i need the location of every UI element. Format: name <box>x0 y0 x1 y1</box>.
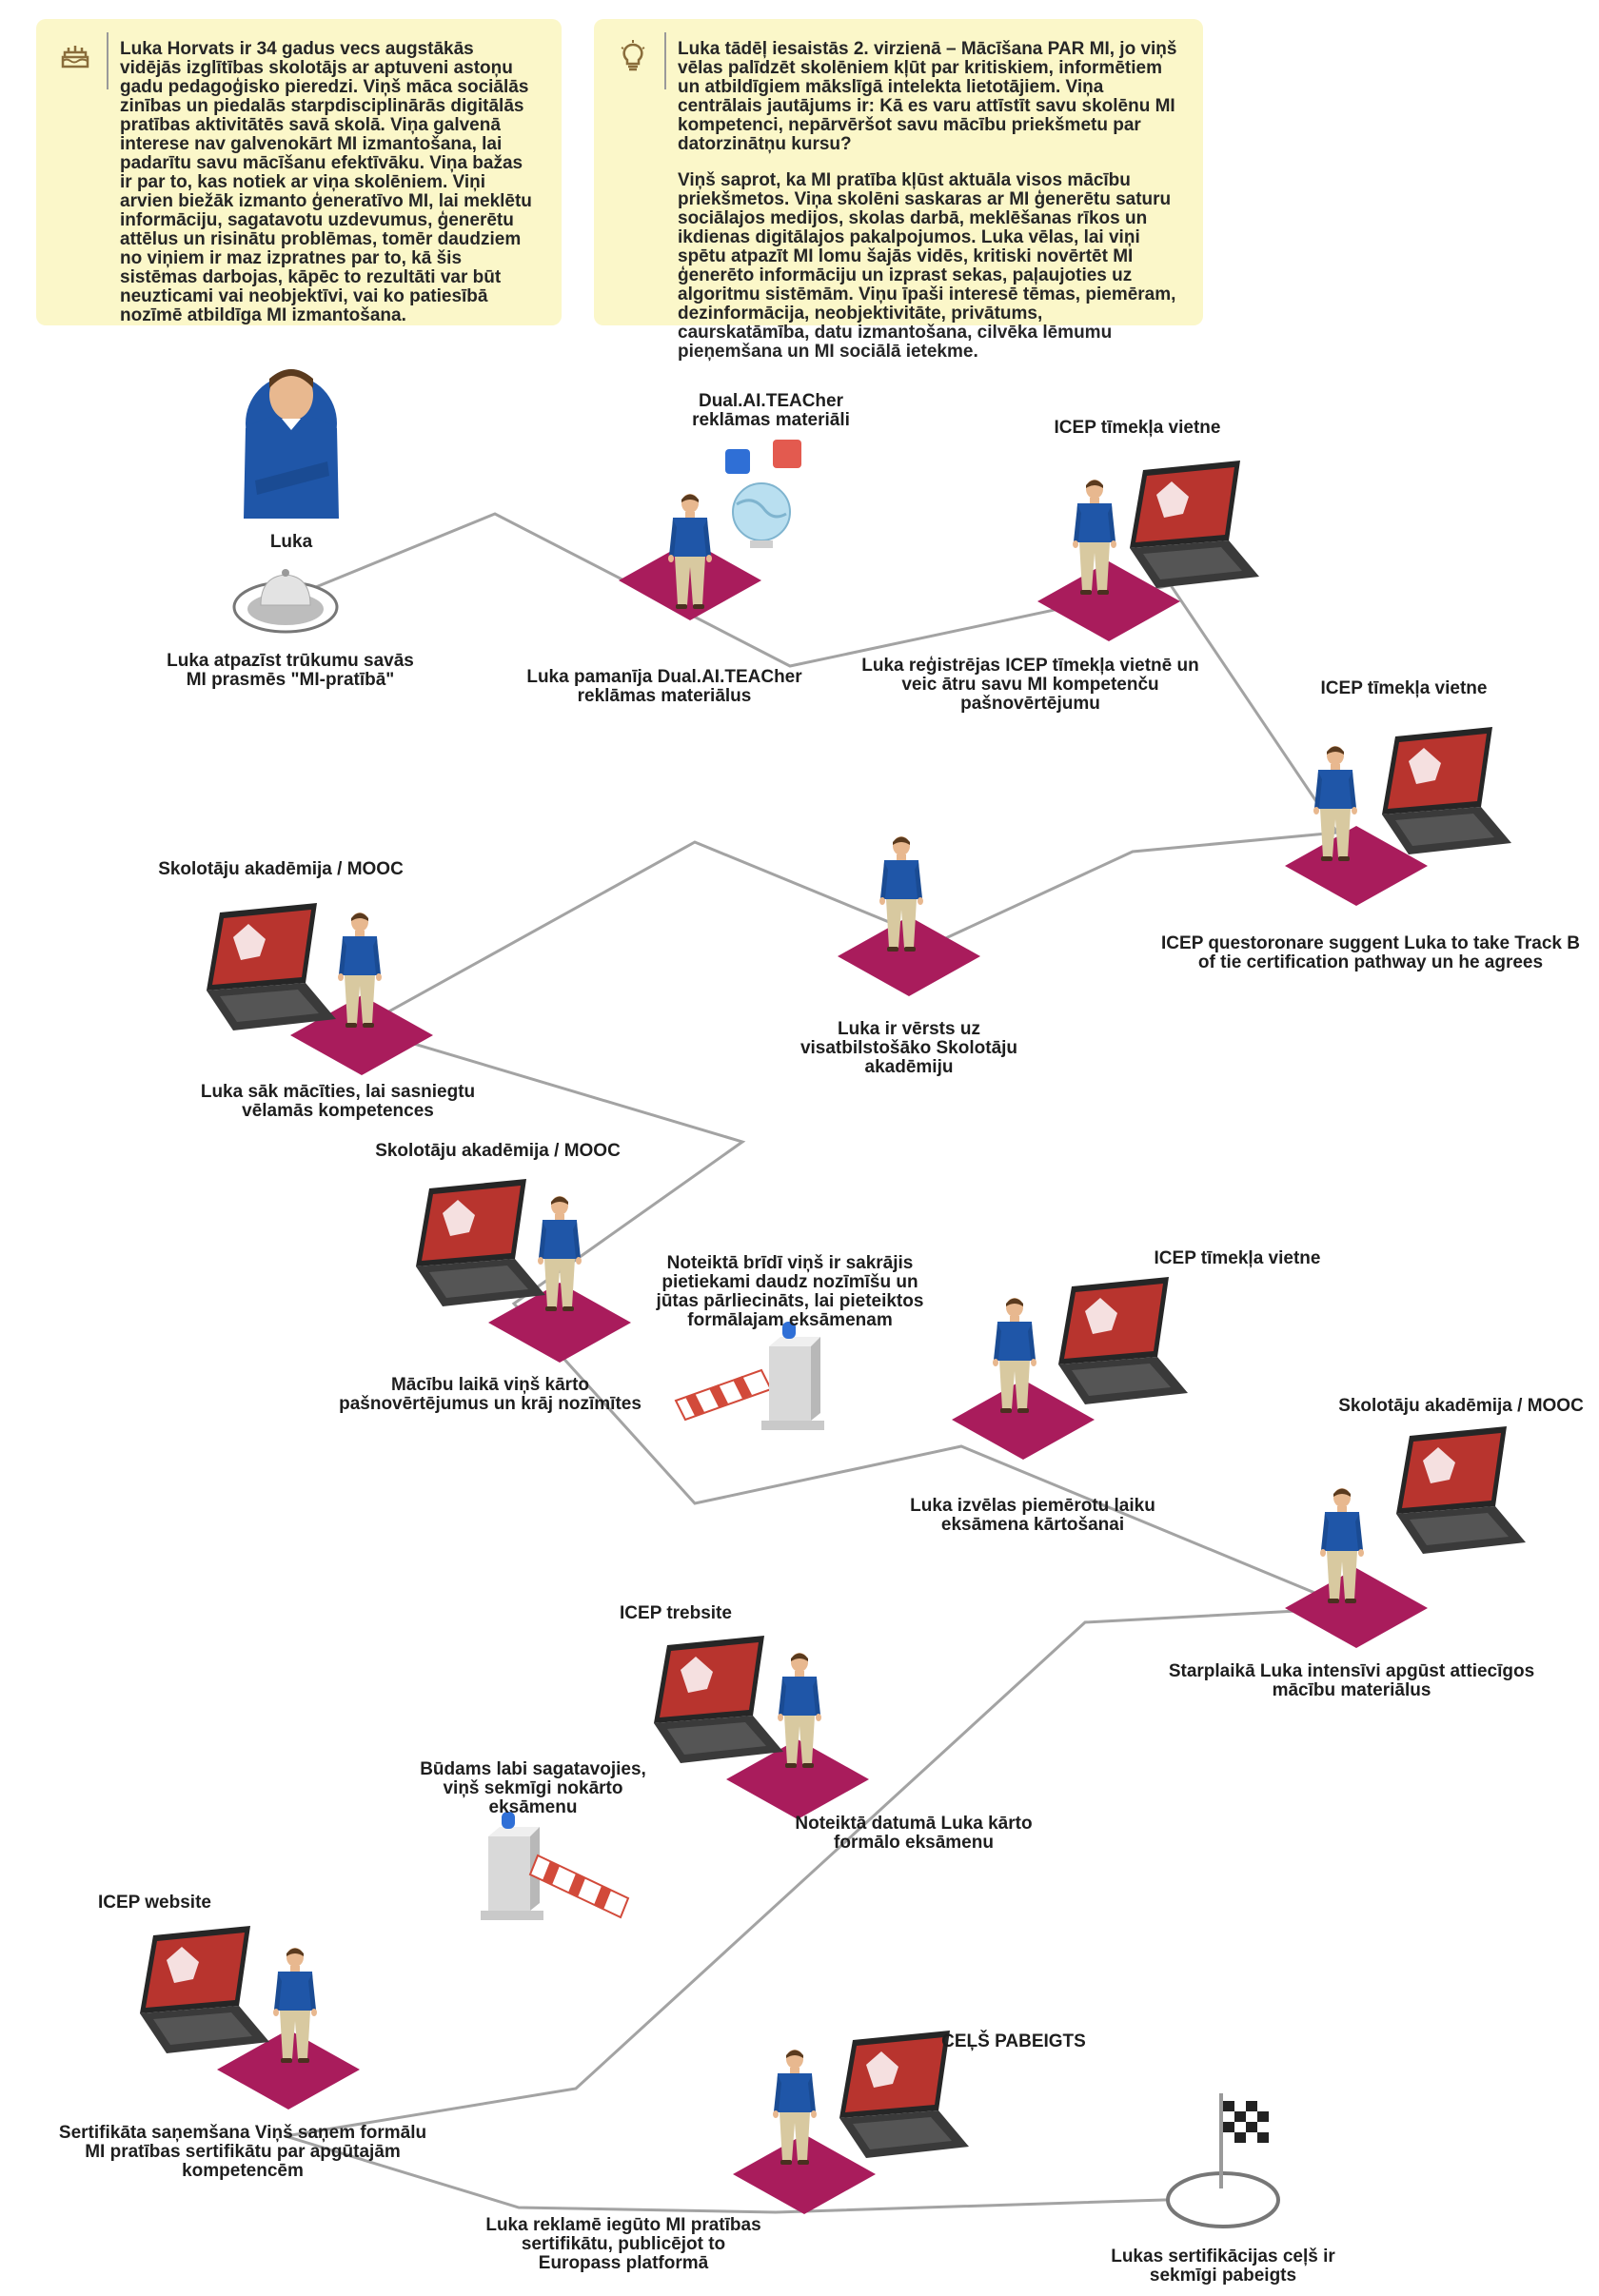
step-7-title: Skolotāju akadēmija / MOOC <box>375 1141 621 1161</box>
globe-icon <box>725 440 801 548</box>
step-8-title: ICEP tīmekļa vietne <box>1154 1248 1321 1268</box>
step-5-caption: Luka ir vērsts uz visatbilstošāko Skolot… <box>800 1019 1018 1077</box>
step-4-title: ICEP tīmekļa vietne <box>1320 678 1488 698</box>
step-9-caption: Starplaikā Luka intensīvi apgūst attiecī… <box>1168 1661 1535 1700</box>
journey-path <box>285 512 1352 2214</box>
bell-icon <box>232 569 339 634</box>
step-2-title: Dual.AI.TEACher reklāmas materiāli <box>692 391 850 430</box>
gate-icon <box>481 1812 630 1920</box>
step-10-title: ICEP trebsite <box>620 1603 732 1623</box>
step-10-caption: Noteiktā datumā Luka kārto formālo eksām… <box>795 1814 1033 1853</box>
step-6-title: Skolotāju akadēmija / MOOC <box>158 859 404 879</box>
gate-2-caption: Būdams labi sagatavojies, viņš sekmīgi n… <box>420 1759 646 1817</box>
laptop-icon <box>1382 727 1511 854</box>
step-7-caption: Mācību laikā viņš kārto pašnovērtējumus … <box>339 1375 642 1414</box>
luka-name: Luka <box>269 532 313 552</box>
step-3-title: ICEP tīmekļa vietne <box>1054 418 1221 438</box>
step-9-title: Skolotāju akadēmija / MOOC <box>1338 1396 1584 1416</box>
step-11-title: ICEP website <box>98 1893 211 1913</box>
laptop-icon <box>1130 461 1259 588</box>
step-9-platform <box>1285 1568 1428 1648</box>
step-12-title: CEĻŠ PABEIGTS <box>941 2031 1086 2051</box>
finish-flag-icon <box>1166 2093 1280 2228</box>
laptop-icon <box>1396 1426 1526 1554</box>
finish-caption: Lukas sertifikācijas ceļš ir sekmīgi pab… <box>1111 2247 1335 2286</box>
step-4-caption: ICEP questoronare suggent Luka to take T… <box>1161 933 1580 972</box>
step-1-caption: Luka atpazīst trūkumu savās MI prasmēs "… <box>167 651 414 690</box>
step-2-caption: Luka pamanīja Dual.AI.TEACher reklāmas m… <box>526 667 802 706</box>
step-11-caption: Sertifikāta saņemšana Viņš saņem formālu… <box>58 2123 427 2181</box>
persona-text: Luka Horvats ir 34 gadus vecs augstākās … <box>120 39 532 325</box>
gate-icon <box>674 1322 824 1430</box>
step-8-caption: Luka izvēlas piemērotu laiku eksāmena kā… <box>910 1496 1155 1535</box>
cake-icon <box>49 32 109 89</box>
luka-bust <box>244 369 339 519</box>
laptop-icon <box>1058 1277 1188 1404</box>
goal-text-2: Viņš saprot, ka MI pratība kļūst aktuāla… <box>678 170 1176 362</box>
laptop-icon <box>207 903 336 1030</box>
goal-card: Luka tādēļ iesaistās 2. virzienā – Mācīš… <box>594 19 1203 362</box>
laptop-icon <box>416 1179 545 1306</box>
gate-1-caption: Noteiktā brīdī viņš ir sakrājis pietieka… <box>656 1253 924 1330</box>
goal-text-1: Luka tādēļ iesaistās 2. virzienā – Mācīš… <box>678 39 1177 154</box>
step-12-caption: Luka reklamē iegūto MI pratības sertifik… <box>485 2215 761 2273</box>
persona-card: Luka Horvats ir 34 gadus vecs augstākās … <box>36 19 562 325</box>
lightbulb-icon <box>607 32 666 89</box>
step-6-caption: Luka sāk mācīties, lai sasniegtu vēlamās… <box>200 1082 476 1121</box>
laptop-icon <box>654 1636 783 1763</box>
laptop-icon <box>140 1926 269 2053</box>
step-3-caption: Luka reģistrējas ICEP tīmekļa vietnē un … <box>861 656 1199 714</box>
